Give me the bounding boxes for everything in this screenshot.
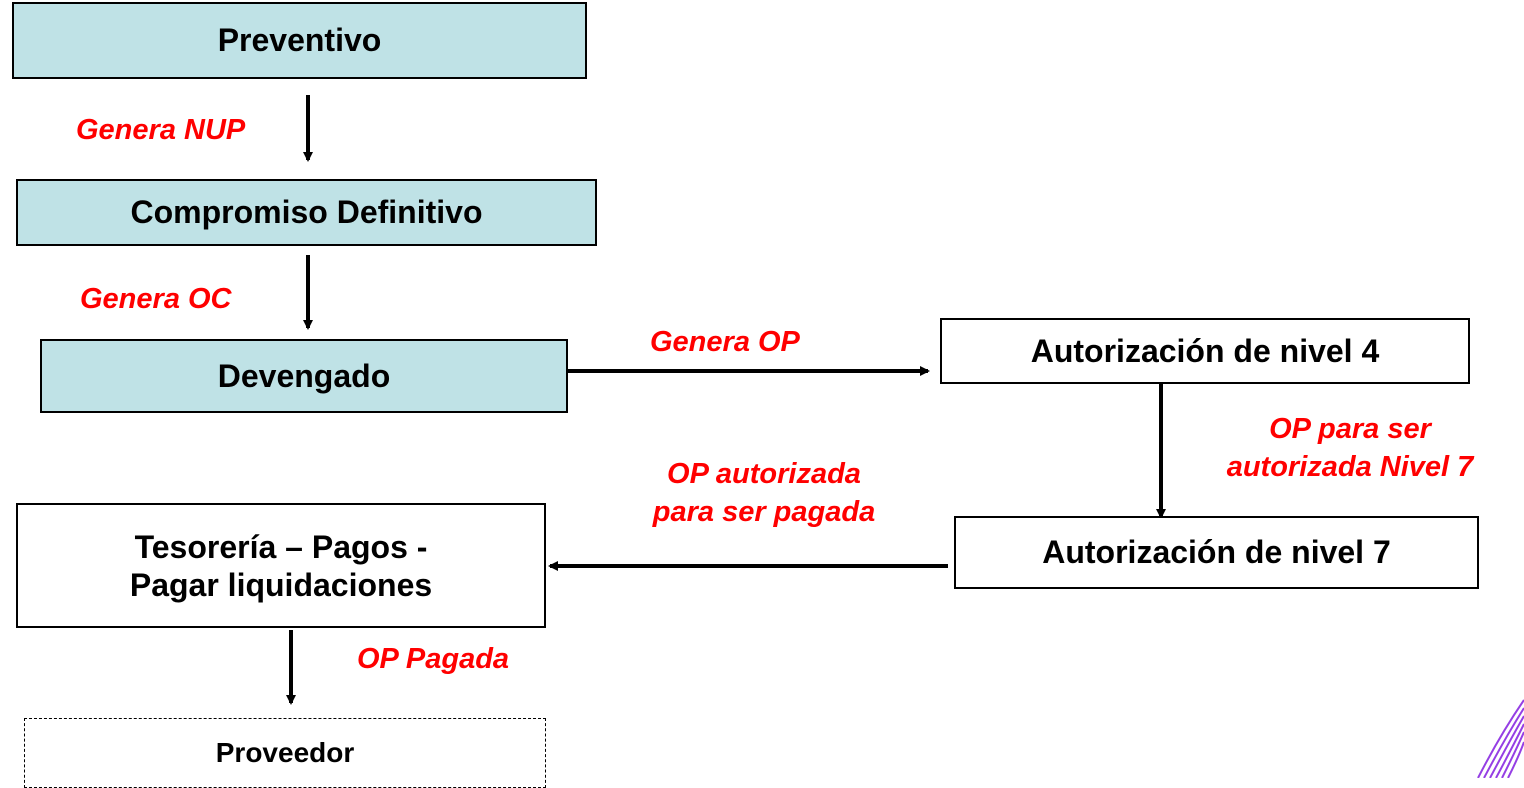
node-nivel4-label: Autorización de nivel 4 (1030, 332, 1380, 369)
node-tesoreria-pagos: Tesorería – Pagos - Pagar liquidaciones (16, 503, 546, 628)
edge-label-genera-nup: Genera NUP (76, 114, 246, 146)
node-preventivo: Preventivo (12, 2, 587, 79)
node-autorizacion-nivel-7: Autorización de nivel 7 (954, 516, 1479, 589)
decorative-swoosh (1477, 699, 1524, 778)
edge-label-op-autorizada: OP autorizada para ser pagada (652, 458, 876, 528)
node-preventivo-label: Preventivo (217, 22, 382, 58)
edge-label-genera-op: Genera OP (650, 326, 800, 358)
node-compromiso-label: Compromiso Definitivo (130, 194, 483, 230)
node-nivel7-label: Autorización de nivel 7 (1042, 534, 1391, 570)
node-proveedor-label: Proveedor (215, 737, 355, 768)
edge-label-op-para-ser-autorizada: OP para ser autorizada Nivel 7 (1226, 413, 1474, 483)
edge-label-genera-oc: Genera OC (80, 283, 232, 315)
node-devengado-label: Devengado (217, 357, 391, 394)
node-tesoreria-label: Tesorería – Pagos - Pagar liquidaciones (129, 528, 433, 603)
node-devengado: Devengado (40, 339, 568, 413)
node-compromiso-definitivo: Compromiso Definitivo (16, 179, 597, 246)
edge-label-op-pagada: OP Pagada (357, 643, 510, 675)
node-autorizacion-nivel-4: Autorización de nivel 4 (940, 318, 1470, 384)
